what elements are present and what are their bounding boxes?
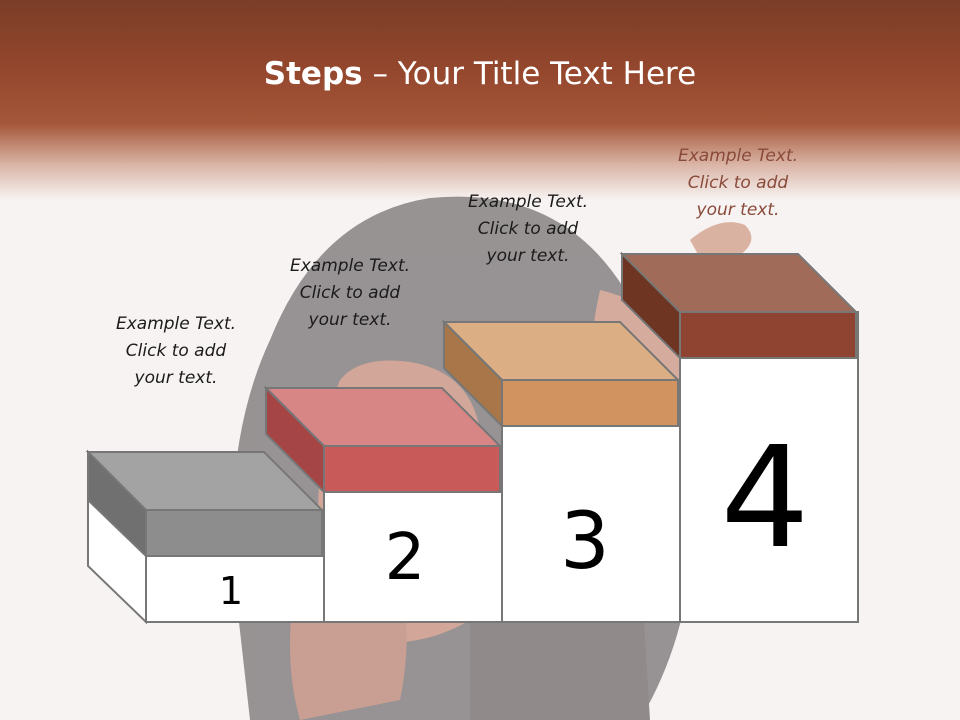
- step-1-number: 1: [218, 569, 244, 613]
- header-band: [0, 0, 960, 200]
- title-rest: – Your Title Text Here: [362, 56, 697, 92]
- step-2-caption[interactable]: Example Text. Click to add your text.: [289, 256, 411, 330]
- step-4-block-front: [679, 311, 857, 359]
- step-1-caption[interactable]: Example Text. Click to add your text.: [115, 314, 237, 388]
- photo-hand: [690, 222, 752, 260]
- title-bold: Steps: [263, 56, 363, 92]
- step-2-number: 2: [384, 521, 426, 595]
- step-1[interactable]: [85, 449, 325, 625]
- step-3-block-front: [501, 379, 679, 427]
- step-1-block-front: [145, 509, 323, 557]
- step-2-block-front: [323, 445, 501, 493]
- step-3-caption[interactable]: Example Text. Click to add your text.: [467, 192, 589, 266]
- step-4[interactable]: [619, 251, 859, 623]
- step-4-number: 4: [720, 417, 810, 580]
- page-title: Steps – Your Title Text Here: [0, 54, 960, 94]
- step-2[interactable]: [263, 385, 503, 623]
- step-3[interactable]: [441, 319, 681, 623]
- step-4-caption[interactable]: Example Text. Click to add your text.: [677, 146, 799, 220]
- step-3-number: 3: [560, 497, 610, 587]
- step-4-front-face: [679, 311, 859, 623]
